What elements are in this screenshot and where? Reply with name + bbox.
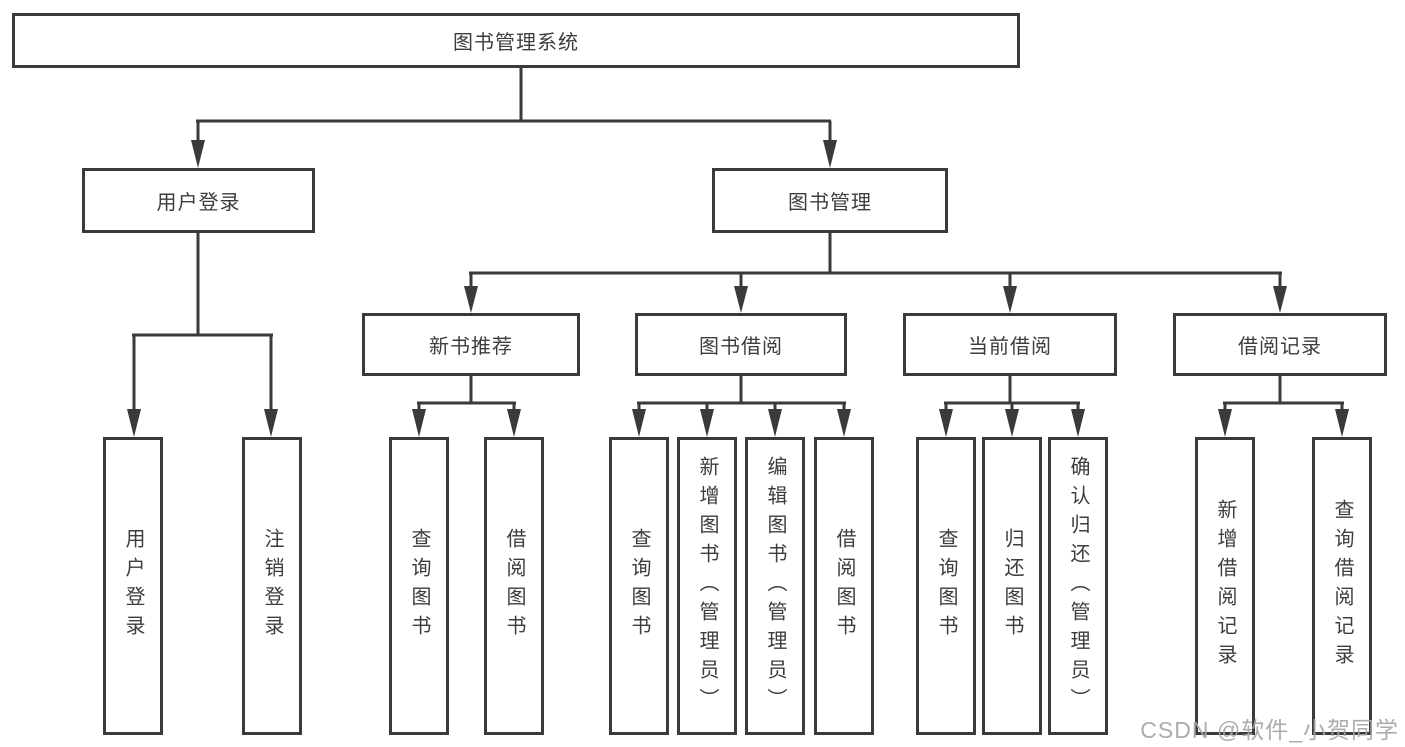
arrow-icon xyxy=(632,409,646,437)
arrow-icon xyxy=(1003,286,1017,313)
arrow-icon xyxy=(734,286,748,313)
connector-borrow-to-leaves xyxy=(637,374,846,412)
leaf-query-books-current: 查询图书 xyxy=(916,437,976,735)
leaf-borrow-books: 借阅图书 xyxy=(814,437,874,735)
arrow-icon xyxy=(1335,409,1349,437)
arrow-icon xyxy=(1071,409,1085,437)
leaf-label: 新增借阅记录 xyxy=(1214,499,1236,673)
leaf-query-books-recommend: 查询图书 xyxy=(389,437,449,735)
leaf-return-books: 归还图书 xyxy=(982,437,1042,735)
node-book-management: 图书管理 xyxy=(712,168,948,233)
leaf-label: 确认归还（管理员） xyxy=(1067,455,1089,717)
arrow-icon xyxy=(939,409,953,437)
leaf-label: 查询借阅记录 xyxy=(1331,499,1353,673)
connector-newbook-to-leaves xyxy=(417,374,516,412)
leaf-confirm-return-admin: 确认归还（管理员） xyxy=(1048,437,1108,735)
leaf-logout-login: 注销登录 xyxy=(242,437,302,735)
arrow-icon xyxy=(264,409,278,437)
node-new-book-recommend: 新书推荐 xyxy=(362,313,580,376)
arrow-icon xyxy=(700,409,714,437)
connector-records-to-leaves xyxy=(1223,374,1344,412)
node-borrow-records: 借阅记录 xyxy=(1173,313,1387,376)
connector-current-to-leaves xyxy=(944,374,1080,412)
leaf-borrow-books-recommend: 借阅图书 xyxy=(484,437,544,735)
arrow-icon xyxy=(412,409,426,437)
leaf-label: 查询图书 xyxy=(408,528,430,644)
leaf-query-borrow-record: 查询借阅记录 xyxy=(1312,437,1372,735)
leaf-label: 查询图书 xyxy=(935,528,957,644)
connector-root-to-level2 xyxy=(196,66,832,143)
csdn-watermark: CSDN @软件_小贺同学 xyxy=(1140,717,1399,743)
arrow-icon xyxy=(1218,409,1232,437)
leaf-label: 新增图书（管理员） xyxy=(696,455,718,717)
leaf-add-borrow-record: 新增借阅记录 xyxy=(1195,437,1255,735)
node-user-login: 用户登录 xyxy=(82,168,315,233)
leaf-query-books-borrow: 查询图书 xyxy=(609,437,669,735)
arrow-icon xyxy=(191,140,205,168)
arrow-icon xyxy=(507,409,521,437)
arrow-icon xyxy=(464,286,478,313)
node-current-borrow: 当前借阅 xyxy=(903,313,1117,376)
leaf-label: 注销登录 xyxy=(261,528,283,644)
leaf-label: 归还图书 xyxy=(1001,528,1023,644)
leaf-user-login: 用户登录 xyxy=(103,437,163,735)
arrow-icon xyxy=(768,409,782,437)
arrow-icon xyxy=(823,140,837,168)
leaf-edit-books-admin: 编辑图书（管理员） xyxy=(745,437,805,735)
arrow-icon xyxy=(837,409,851,437)
leaf-label: 用户登录 xyxy=(122,528,144,644)
arrow-icon xyxy=(1005,409,1019,437)
leaf-label: 查询图书 xyxy=(628,528,650,644)
connector-userlogin-to-leaves xyxy=(132,231,273,412)
connector-bookmgmt-to-level3 xyxy=(469,231,1282,288)
node-library-system: 图书管理系统 xyxy=(12,13,1020,68)
node-book-borrow: 图书借阅 xyxy=(635,313,847,376)
arrow-icon xyxy=(127,409,141,437)
leaf-add-books-admin: 新增图书（管理员） xyxy=(677,437,737,735)
arrow-icon xyxy=(1273,286,1287,313)
leaf-label: 编辑图书（管理员） xyxy=(764,455,786,717)
leaf-label: 借阅图书 xyxy=(503,528,525,644)
leaf-label: 借阅图书 xyxy=(833,528,855,644)
